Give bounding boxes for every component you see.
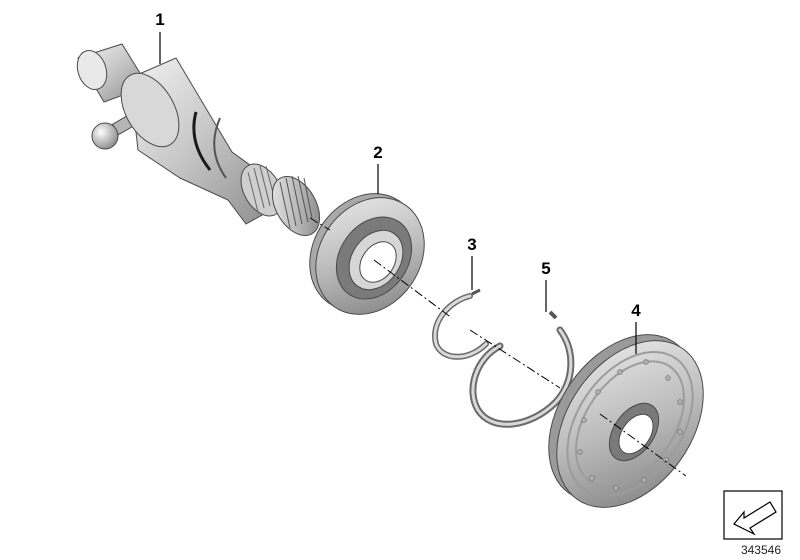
view-arrow-icon — [733, 501, 777, 536]
view-arrow-box — [723, 490, 783, 540]
document-number: 343546 — [741, 543, 781, 557]
callout-3: 3 — [467, 235, 476, 254]
callout-5: 5 — [541, 259, 550, 278]
callout-1: 1 — [155, 10, 164, 29]
leader-lines — [159, 32, 637, 354]
part-3-circlip — [432, 288, 489, 360]
callout-4: 4 — [631, 301, 641, 320]
callout-2: 2 — [373, 143, 382, 162]
part-5-retaining-ring — [469, 310, 575, 428]
assembly-axis — [309, 217, 687, 477]
part-2-bearing — [309, 193, 425, 315]
part-1-shaft — [76, 43, 321, 236]
part-4-seal — [548, 334, 704, 508]
